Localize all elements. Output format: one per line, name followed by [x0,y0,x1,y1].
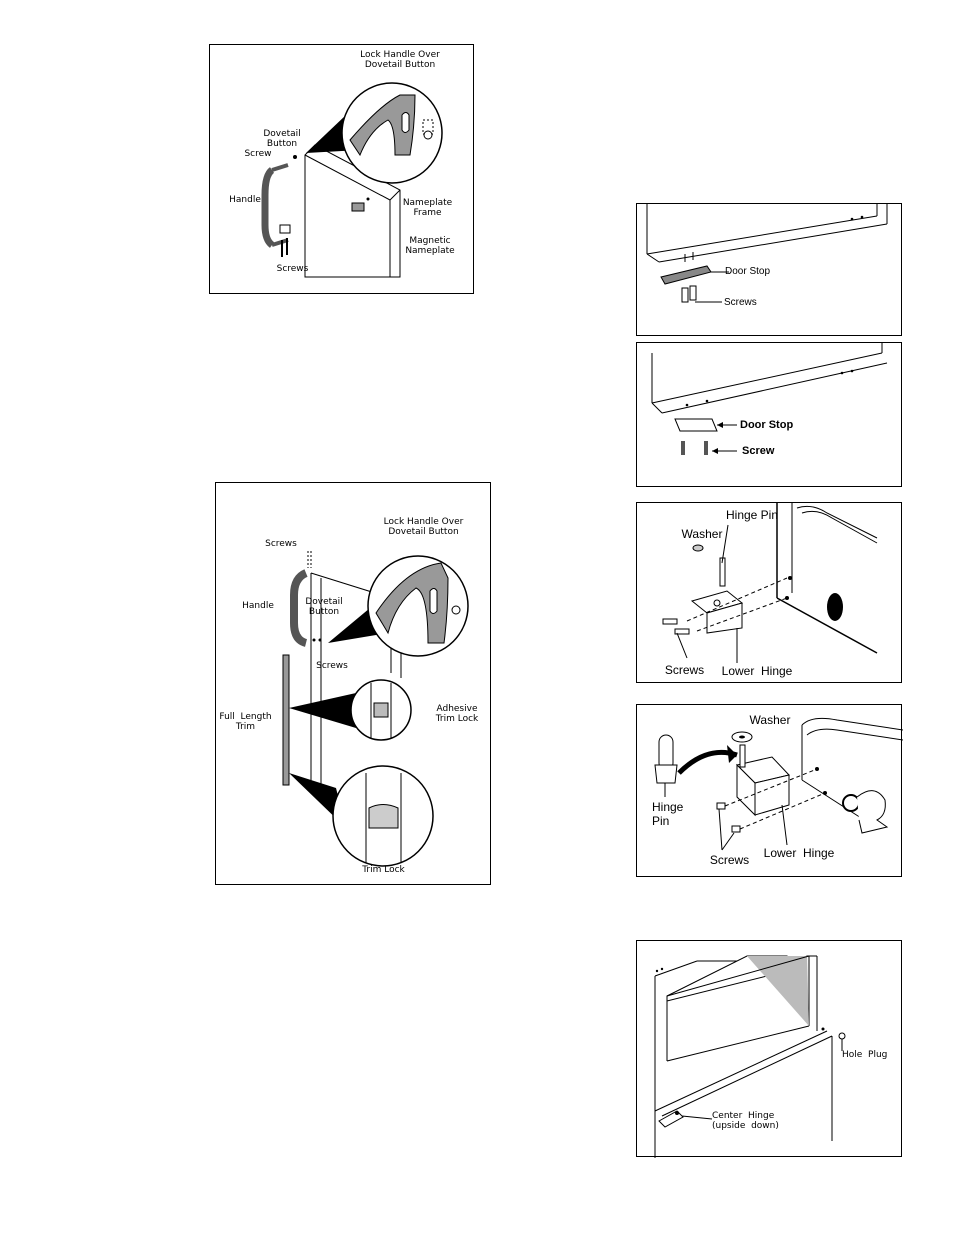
label-screws: Screws [664,663,705,677]
label-screws: Screws [709,853,750,867]
lower-hinge-pin-illustration [654,717,903,851]
label-door-stop: Door Stop [740,419,794,431]
door-stop-screws-illustration [646,204,888,303]
label-screws: Screws [276,264,309,274]
label-washer: Washer [681,527,723,541]
label-trim-lock: Trim Lock [362,865,405,875]
label-dovetail-button: Dovetail Button [305,597,343,617]
label-dovetail-button: Dovetail Button [263,129,301,149]
label-hinge-pin: Hinge Pin [652,800,684,828]
label-hole-plug: Hole Plug [842,1050,888,1060]
figure-lower-hinge-pin: Washer Hinge Pin Screws Lower Hinge [636,704,903,877]
label-full-length-trim: Full Length Trim [219,712,272,732]
label-lower-hinge: Lower Hinge [763,846,835,860]
label-handle: Handle [229,195,261,205]
handle-trim-illustration [282,551,469,867]
label-door-stop: Door Stop [725,266,771,277]
label-lock-handle: Lock Handle Over Dovetail Button [360,50,440,70]
figure-handle-nameplate: Lock Handle Over Dovetail Button Dovetai… [209,44,474,294]
figure-door-stop-screws: Door Stop Screws [636,203,902,336]
label-screw: Screw [244,149,272,159]
label-screws-mid: Screws [316,661,348,671]
figure-lower-hinge: Hinge Pin Washer Screws Lower Hinge [636,502,902,683]
label-screws-top: Screws [265,539,297,549]
lower-hinge-illustration [662,503,878,663]
label-screws: Screws [724,297,757,308]
label-hinge-pin: Hinge Pin [725,508,779,522]
figure-center-hinge: Hole Plug Center Hinge (upside down) [636,940,902,1158]
figure-door-stop-screw: Door Stop Screw [636,342,902,487]
door-stop-screw-illustration [651,343,888,455]
figure-handle-trim: Screws Lock Handle Over Dovetail Button … [215,482,491,885]
label-magnetic-nameplate: Magnetic Nameplate [405,236,455,256]
center-hinge-illustration [654,955,846,1158]
label-screw: Screw [742,445,775,457]
label-adhesive-trim-lock: Adhesive Trim Lock [435,704,479,724]
label-lock-handle: Lock Handle Over Dovetail Button [383,517,464,537]
handle-nameplate-illustration [261,82,443,278]
label-nameplate-frame: Nameplate Frame [402,198,453,218]
label-lower-hinge: Lower Hinge [721,664,793,678]
label-center-hinge: Center Hinge (upside down) [712,1111,779,1131]
label-handle: Handle [242,601,274,611]
label-washer: Washer [749,713,791,727]
